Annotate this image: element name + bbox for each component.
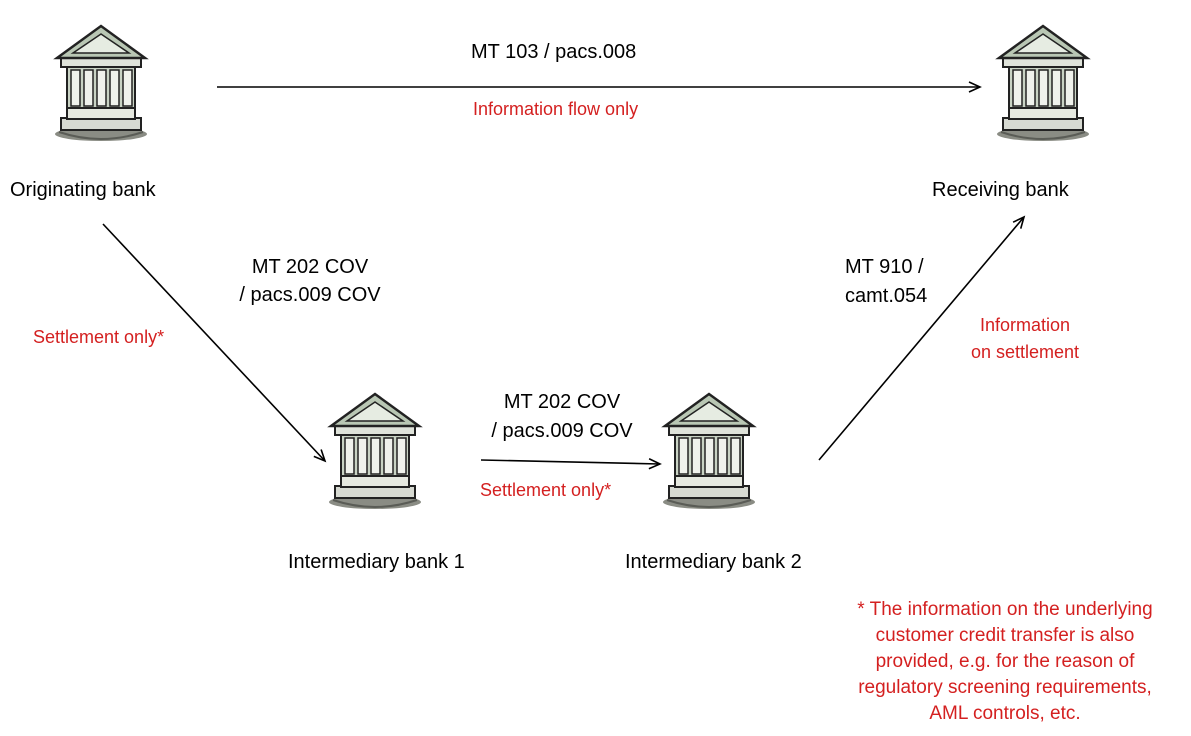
arrow-originating-to-intermediary1 xyxy=(102,223,327,463)
right-flow-note-line2: on settlement xyxy=(970,342,1080,362)
footnote-line: regulatory screening requirements, xyxy=(858,677,1152,698)
intermediary-bank-2-label: Intermediary bank 2 xyxy=(625,551,802,573)
arrow-intermediary1-to-intermediary2 xyxy=(480,458,662,470)
footnote-line: customer credit transfer is also xyxy=(875,625,1135,646)
arrow-intermediary2-to-receiving xyxy=(818,215,1026,461)
right-flow-message-line2: camt.054 xyxy=(845,285,928,307)
footnote-line: provided, e.g. for the reason of xyxy=(875,651,1135,672)
left-flow-message-line2: / pacs.009 COV xyxy=(239,284,381,306)
footnote: * The information on the underlying cust… xyxy=(820,597,1190,727)
left-flow-message-line1: MT 202 COV xyxy=(251,256,369,278)
left-flow-note: Settlement only* xyxy=(33,327,165,347)
footnote-line: AML controls, etc. xyxy=(929,703,1081,724)
originating-bank-label: Originating bank xyxy=(10,179,156,201)
intermediary-bank-1-label: Intermediary bank 1 xyxy=(288,551,465,573)
footnote-line: * The information on the underlying xyxy=(857,599,1153,620)
top-flow-note: Information flow only xyxy=(473,99,639,119)
right-flow-message-line1: MT 910 / xyxy=(845,256,924,278)
right-flow-note-line1: Information xyxy=(979,315,1071,335)
middle-flow-message-line2: / pacs.009 COV xyxy=(491,420,633,442)
receiving-bank-label: Receiving bank xyxy=(932,179,1069,201)
middle-flow-note: Settlement only* xyxy=(480,480,612,500)
top-flow-message: MT 103 / pacs.008 xyxy=(471,41,637,63)
middle-flow-message-line1: MT 202 COV xyxy=(503,391,621,413)
